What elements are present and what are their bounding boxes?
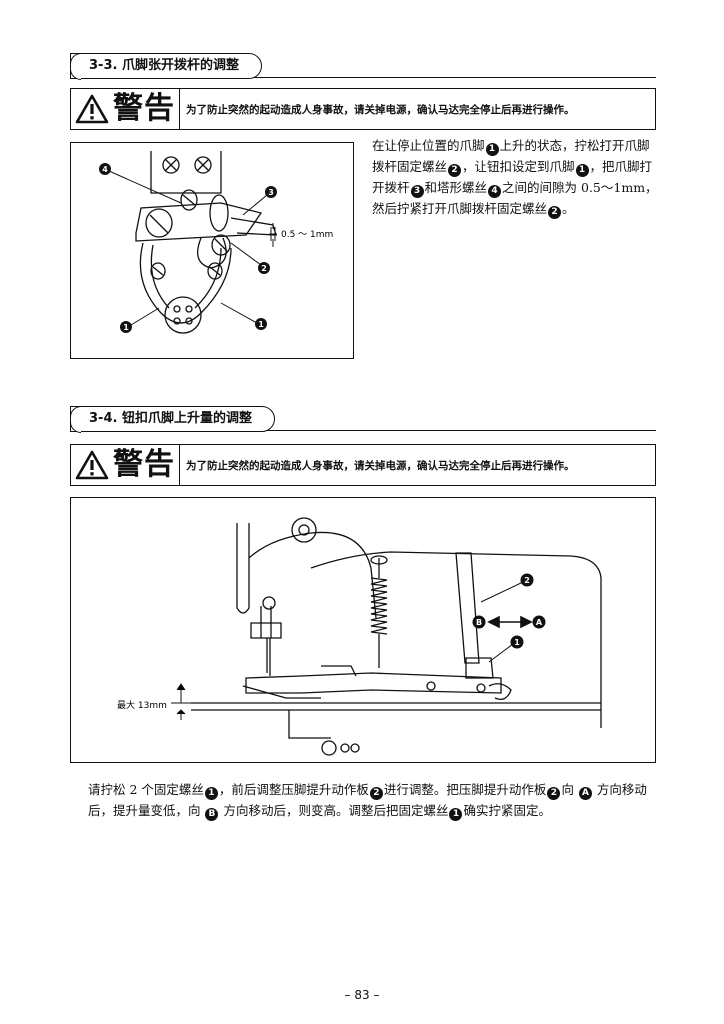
- instruction-run: 方向移动后，提升量变低，向: [88, 782, 647, 818]
- callout-ref-1: 1: [575, 164, 589, 177]
- page-number: – 83 –: [344, 988, 380, 1002]
- instruction-run: ，前后调整压脚提升动作板: [218, 782, 369, 797]
- instruction-run: 请拧松 2 个固定螺丝: [88, 782, 204, 797]
- callout-1-left: 1: [123, 323, 129, 332]
- warning-title: 警告: [113, 91, 175, 126]
- callout-3: 3: [268, 188, 274, 197]
- callout-ref-2: 2: [547, 787, 561, 800]
- instruction-run: 向: [561, 782, 578, 797]
- warning-text: 为了防止突然的起动造成人身事故，请关掉电源，确认马达完全停止后再进行操作。: [186, 459, 575, 472]
- section-title: 3-3. 爪脚张开拨杆的调整: [69, 52, 262, 80]
- instruction-run: 上升的状态，拧松打开爪脚拨杆固定螺丝: [372, 138, 650, 174]
- warning-triangle-icon: [75, 450, 109, 480]
- warning-box: 警告 为了防止突然的起动造成人身事故，请关掉电源，确认马达完全停止后再进行操作。: [70, 88, 656, 130]
- instruction-run: 。: [562, 201, 575, 216]
- callout-1: 1: [514, 638, 520, 647]
- warning-box: 警告 为了防止突然的起动造成人身事故，请关掉电源，确认马达完全停止后再进行操作。: [70, 444, 656, 486]
- callout-ref-1: 1: [485, 143, 499, 156]
- instruction-run: ，把爪脚打开拨杆: [372, 159, 653, 195]
- warning-title: 警告: [113, 447, 175, 482]
- instruction-run: 在让停止位置的爪脚: [372, 138, 485, 153]
- callout-ref-2: 2: [548, 206, 562, 219]
- presser-lever-diagram: 0.5 ～ 1mm 4 3 2 1 1: [99, 151, 333, 334]
- callout-ref-1: 1: [449, 808, 463, 821]
- gap-label: 0.5 ～ 1mm: [281, 230, 333, 240]
- figure-lift-amount: 最大 13mm 2 1 B A: [70, 497, 656, 763]
- max-height-label: 最大 13mm: [117, 699, 167, 711]
- callout-1-right: 1: [258, 320, 264, 329]
- warning-triangle-icon: [75, 94, 109, 124]
- instruction-run: 之间的间隙为 0.5～1mm，然后拧紧打开爪脚拨杆固定螺丝: [372, 180, 658, 216]
- callout-ref-a: A: [578, 787, 592, 800]
- callout-ref-b: B: [205, 808, 219, 821]
- callout-4: 4: [102, 165, 108, 174]
- lift-amount-diagram: 最大 13mm 2 1 B A: [117, 517, 602, 756]
- section-header-3-4: 3-4. 钮扣爪脚上升量的调整: [69, 405, 656, 433]
- instruction-run: 确实拧紧固定。: [463, 803, 551, 818]
- instruction-run: 和塔形螺丝: [424, 180, 488, 195]
- callout-2: 2: [261, 264, 267, 273]
- instruction-run: ，让钮扣设定到爪脚: [462, 159, 575, 174]
- section-header-3-3: 3-3. 爪脚张开拨杆的调整: [69, 52, 656, 80]
- callout-ref-4: 4: [488, 185, 502, 198]
- callout-b: B: [476, 618, 482, 627]
- callout-2: 2: [524, 576, 530, 585]
- callout-ref-1: 1: [204, 787, 218, 800]
- warning-badge: 警告: [71, 89, 180, 129]
- warning-text: 为了防止突然的起动造成人身事故，请关掉电源，确认马达完全停止后再进行操作。: [186, 103, 575, 116]
- instruction-run: 进行调整。把压脚提升动作板: [383, 782, 547, 797]
- figure-presser-lever: 0.5 ～ 1mm 4 3 2 1 1: [70, 142, 354, 359]
- section-rule: [190, 77, 656, 78]
- section-title: 3-4. 钮扣爪脚上升量的调整: [69, 405, 275, 433]
- instruction-run: 方向移动后，则变高。调整后把固定螺丝: [219, 803, 449, 818]
- callout-ref-3: 3: [410, 185, 424, 198]
- warning-badge: 警告: [71, 445, 180, 485]
- section-rule: [190, 430, 656, 431]
- callout-a: A: [536, 618, 543, 627]
- callout-ref-2: 2: [448, 164, 462, 177]
- callout-ref-2: 2: [369, 787, 383, 800]
